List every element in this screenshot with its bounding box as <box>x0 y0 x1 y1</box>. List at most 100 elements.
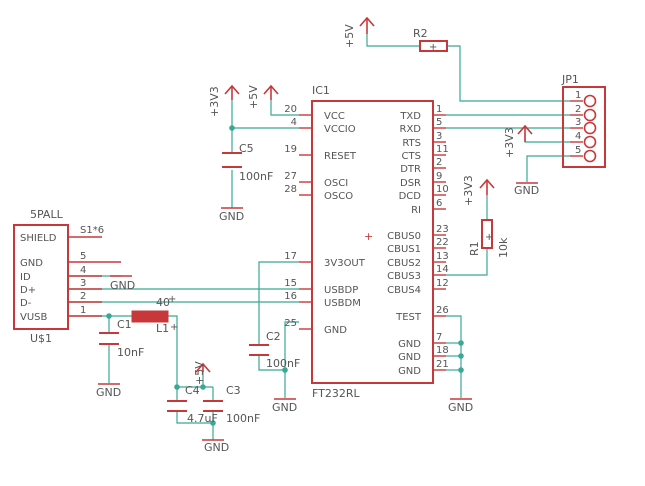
ic1-left-pins: 20VCC4VCCIO19RESET27OSCI28OSCO173V3OUT15… <box>284 104 365 336</box>
c4-value: 4.7uF <box>187 412 218 425</box>
usb-pin-number: 3 <box>80 278 86 289</box>
ic1-pin-number: 12 <box>436 278 449 289</box>
jp1-pin-number: 5 <box>575 145 581 156</box>
gnd-c2: GND <box>272 398 297 414</box>
pwr-3v3-label-2: +3V3 <box>503 127 516 158</box>
ic1-pin-number: 16 <box>284 291 297 302</box>
ic1-pin-number: 5 <box>436 117 442 128</box>
ic1-pin-number: 22 <box>436 237 449 248</box>
ic1-pin-name: VCCIO <box>324 124 356 135</box>
gnd-label-usb: GND <box>110 279 135 292</box>
jp1-pin: 4 <box>570 131 597 149</box>
ic1-pin-name: CBUS1 <box>387 244 421 255</box>
ic1-pin-name: GND <box>398 352 421 363</box>
c3-value: 100nF <box>226 412 260 425</box>
gnd-label-c3c4: GND <box>204 441 229 454</box>
r2-cross: + <box>429 42 437 53</box>
gnd-c3c4: GND <box>202 439 229 454</box>
pwr-5v-vcc: +5V <box>247 85 279 109</box>
gnd-jp1: GND <box>514 182 539 197</box>
junctions <box>106 125 464 426</box>
pwr-5v-label-2: +5V <box>247 85 260 109</box>
ic1-pin-name: GND <box>398 366 421 377</box>
r1-ref: R1 <box>468 241 481 256</box>
pwr-3v3-jp1: +3V3 <box>503 124 533 158</box>
c2-ref: C2 <box>266 330 281 343</box>
c3-capacitor: C3 100nF <box>203 384 260 425</box>
c1-value: 10nF <box>117 346 144 359</box>
pwr-5v-label-3: +5V <box>193 361 206 385</box>
nets <box>68 34 570 440</box>
jp1-pin: 2 <box>570 104 597 122</box>
r1-resistor: + R1 10k <box>468 219 510 258</box>
r1-value: 10k <box>497 237 510 258</box>
c5-capacitor: C5 100nF <box>222 142 273 183</box>
jp1-pad <box>583 149 597 163</box>
ic1-pin-number: 27 <box>284 171 297 182</box>
usb-pin: VUSB 1 <box>20 305 102 323</box>
usb-pin: D+3 <box>20 278 102 296</box>
usb-pin-number: 4 <box>80 265 86 276</box>
gnd-label-c2: GND <box>272 401 297 414</box>
ic1-pin-name: CBUS4 <box>387 285 421 296</box>
usb-pin-number: 1 <box>80 305 86 316</box>
ic1-pin-name: CBUS2 <box>387 258 421 269</box>
jp1-pad <box>583 94 597 108</box>
ic1-pin-name: RXD <box>400 124 422 135</box>
ic1-pin-number: 20 <box>284 104 297 115</box>
ic1-pin-name: USBDP <box>324 285 358 296</box>
pwr-3v3-r1: +3V3 <box>462 175 495 206</box>
usb-pin-name: VUSB <box>20 312 48 323</box>
ic1-pin-number: 19 <box>284 144 297 155</box>
ic1-pin-name: USBDM <box>324 298 361 309</box>
ic1-pin-name: TEST <box>395 312 422 323</box>
ic1-pin-number: 28 <box>284 184 297 195</box>
ic1-pin-name: RESET <box>324 151 357 162</box>
ic1-pin-number: 3 <box>436 131 442 142</box>
gnd-label-jp1: GND <box>514 184 539 197</box>
c2-capacitor: C2 100nF <box>249 330 300 370</box>
usb-pin-name: D- <box>20 298 32 309</box>
l1-cross2: + <box>170 322 178 333</box>
pwr-3v3-label-3: +3V3 <box>462 175 475 206</box>
c4-ref: C4 <box>185 384 200 397</box>
r2-resistor: R2 + <box>413 27 448 53</box>
usb-shield-label: SHIELD <box>20 233 57 244</box>
ic1-pin-number: 7 <box>436 332 442 343</box>
usb-shield-pin: S1*6 <box>80 225 104 236</box>
ic1-pin-name: CBUS0 <box>387 231 421 242</box>
ic1-pin-number: 14 <box>436 264 449 275</box>
jp1-pin-number: 1 <box>575 90 581 101</box>
c1-ref: C1 <box>117 318 132 331</box>
pwr-3v3-c5: +3V3 <box>208 84 240 117</box>
pwr-5v-label: +5V <box>343 24 356 48</box>
ic1-pin-name: DTR <box>400 164 421 175</box>
gnd-label-c1: GND <box>96 386 121 399</box>
jp1-pad <box>583 135 597 149</box>
gnd-label-ic-right: GND <box>448 401 473 414</box>
l1-value: 40 <box>156 296 170 309</box>
c3-ref: C3 <box>226 384 241 397</box>
jp1-pad <box>583 108 597 122</box>
gnd-c1: GND <box>96 383 121 399</box>
c4-capacitor: C4 4.7uF <box>167 384 218 425</box>
ic1-pin-number: 2 <box>436 157 442 168</box>
ic1-pin-name: RTS <box>402 138 421 149</box>
jp1-pin-number: 2 <box>575 104 581 115</box>
